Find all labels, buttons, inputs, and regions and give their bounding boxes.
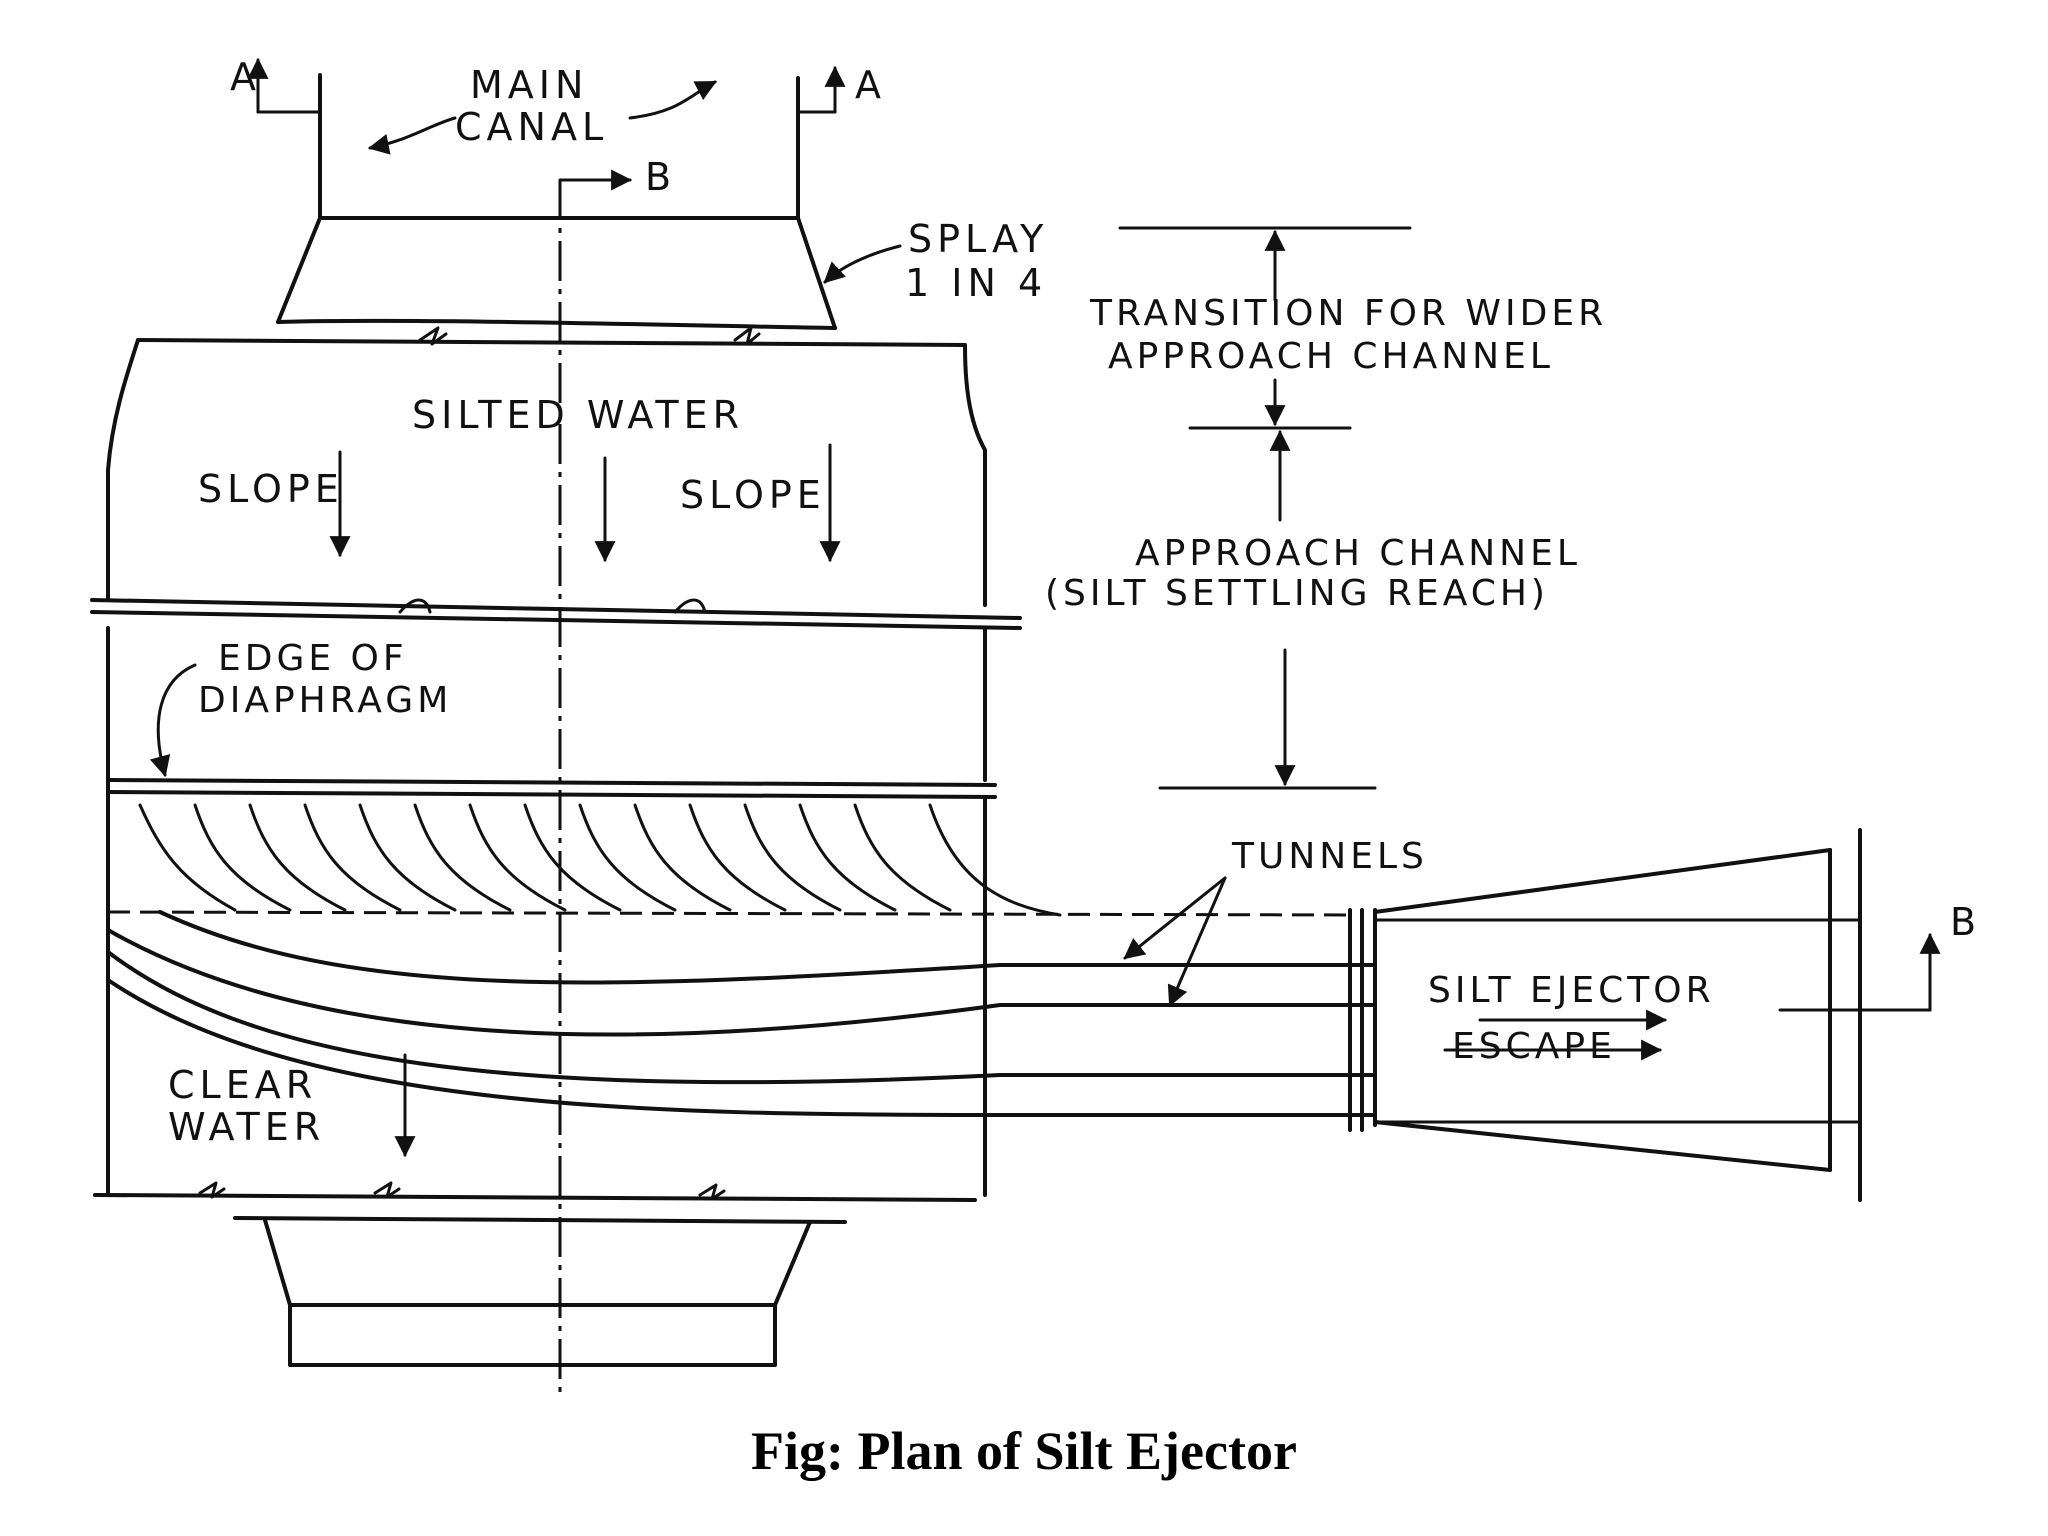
main-canal-label-line1: MAIN bbox=[470, 63, 588, 107]
tunnels-label: TUNNELS bbox=[1231, 836, 1428, 877]
settling-reach bbox=[106, 626, 997, 799]
dimension-markers bbox=[1118, 226, 1412, 790]
section-b-top-label: B bbox=[645, 155, 676, 199]
transition-label-line1: TRANSITION FOR WIDER bbox=[1089, 293, 1607, 334]
clear-water-label-line1: CLEAR bbox=[168, 1063, 317, 1107]
clear-water-channel bbox=[93, 778, 987, 1367]
silted-water-label: SILTED WATER bbox=[412, 393, 744, 437]
transition-label-line2: APPROACH CHANNEL bbox=[1108, 336, 1554, 377]
section-a-right-label: A bbox=[855, 63, 886, 107]
approach-channel bbox=[90, 338, 1022, 630]
silt-ejector-escape bbox=[1348, 828, 1862, 1202]
section-lines bbox=[247, 57, 1941, 1395]
main-canal-label-line2: CANAL bbox=[455, 105, 608, 149]
flow-arrows bbox=[329, 443, 1668, 1158]
splay-transition bbox=[276, 216, 837, 346]
silt-ejector-label-line1: SILT EJECTOR bbox=[1428, 970, 1715, 1011]
labels: A A B B MAIN CANAL SPLAY 1 IN 4 TRANSITI… bbox=[168, 55, 1981, 1149]
splay-label-line1: SPLAY bbox=[908, 217, 1048, 261]
silt-ejector-label-line2: ESCAPE bbox=[1452, 1026, 1616, 1067]
slope-right-label: SLOPE bbox=[680, 473, 826, 517]
figure-caption: Fig: Plan of Silt Ejector bbox=[751, 1421, 1297, 1481]
section-a-left-label: A bbox=[230, 55, 261, 99]
section-b-right-label: B bbox=[1950, 900, 1981, 944]
slope-left-label: SLOPE bbox=[198, 467, 344, 511]
edge-of-diaphragm-label-line2: DIAPHRAGM bbox=[198, 680, 452, 721]
leader-lines bbox=[149, 80, 1227, 1007]
approach-channel-label-line2: (SILT SETTLING REACH) bbox=[1045, 573, 1549, 614]
edge-of-diaphragm-label-line1: EDGE OF bbox=[218, 638, 408, 679]
clear-water-label-line2: WATER bbox=[168, 1105, 325, 1149]
splay-label-line2: 1 IN 4 bbox=[905, 261, 1047, 305]
approach-channel-label-line1: APPROACH CHANNEL bbox=[1135, 533, 1581, 574]
tunnels bbox=[106, 803, 1377, 1117]
